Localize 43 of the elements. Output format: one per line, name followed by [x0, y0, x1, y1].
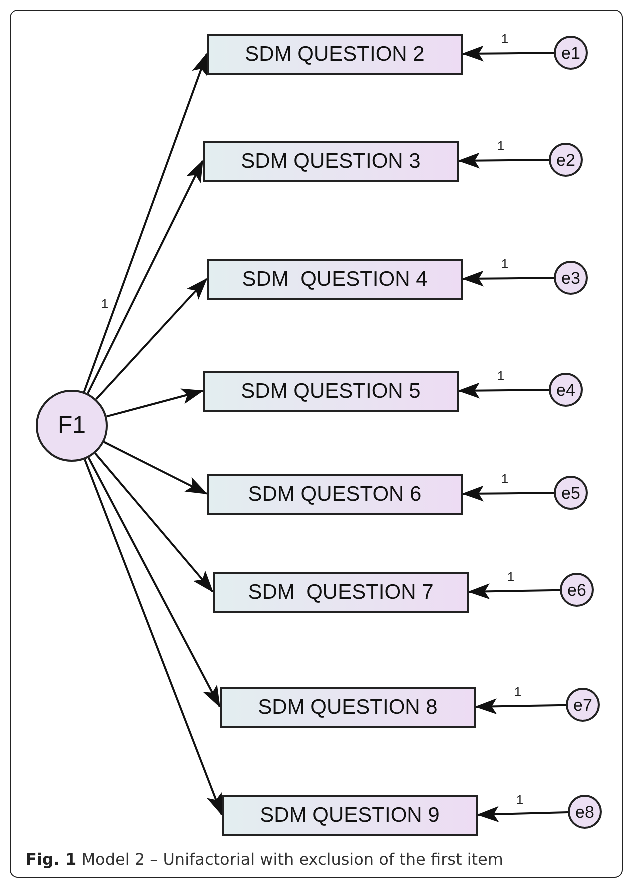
arrow — [462, 46, 554, 62]
edge-label: 1 — [501, 32, 509, 46]
arrow — [96, 278, 208, 400]
arrow — [475, 698, 566, 715]
arrow — [84, 459, 223, 816]
arrow — [88, 457, 221, 708]
error-term-circle: e6 — [560, 573, 594, 607]
arrow — [462, 486, 554, 502]
edge-label: 1 — [516, 794, 524, 806]
error-term-circle: e5 — [554, 476, 588, 510]
arrow — [458, 382, 550, 399]
observed-variable-box: SDM QUESTION 8 — [220, 686, 476, 728]
error-term-circle: e7 — [566, 688, 600, 722]
observed-variable-box: SDM QUESTION 2 — [207, 34, 463, 74]
arrow — [104, 441, 208, 495]
observed-variable-box: SDM QUESTION 9 — [222, 794, 478, 836]
edge-label: 1 — [497, 140, 505, 152]
edge-label: 1 — [507, 570, 515, 584]
observed-variable-box: SDM QUESTION 5 — [203, 370, 459, 412]
error-term-circle: e3 — [554, 261, 588, 295]
edge-label: 1 — [501, 258, 509, 270]
observed-variable-box: SDM QUESTON 6 — [207, 474, 463, 514]
edge-label: 1 — [497, 370, 505, 382]
error-term-circle: e8 — [568, 795, 602, 829]
error-term-circle: e2 — [549, 143, 583, 177]
observed-variable-box: SDM QUESTION 7 — [213, 572, 469, 612]
edge-label: 1 — [501, 472, 509, 486]
arrow — [106, 388, 204, 418]
arrow — [462, 270, 554, 287]
figure-caption: Fig. 1 Model 2 – Unifactorial with exclusion of the first item — [26, 850, 504, 869]
edge-label: 1 — [514, 686, 522, 698]
arrow — [87, 160, 204, 394]
observed-variable-box: SDM QUESTION 3 — [203, 140, 459, 182]
edge-label: 1 — [101, 297, 109, 310]
error-term-circle: e1 — [554, 36, 588, 70]
arrow — [94, 452, 214, 593]
error-term-circle: e4 — [549, 373, 583, 407]
arrow — [477, 806, 568, 822]
arrow — [83, 53, 208, 392]
arrow — [468, 584, 560, 600]
observed-variable-box: SDM QUESTION 4 — [207, 258, 463, 300]
latent-variable-circle: F1 — [36, 390, 108, 462]
arrow — [458, 152, 550, 169]
